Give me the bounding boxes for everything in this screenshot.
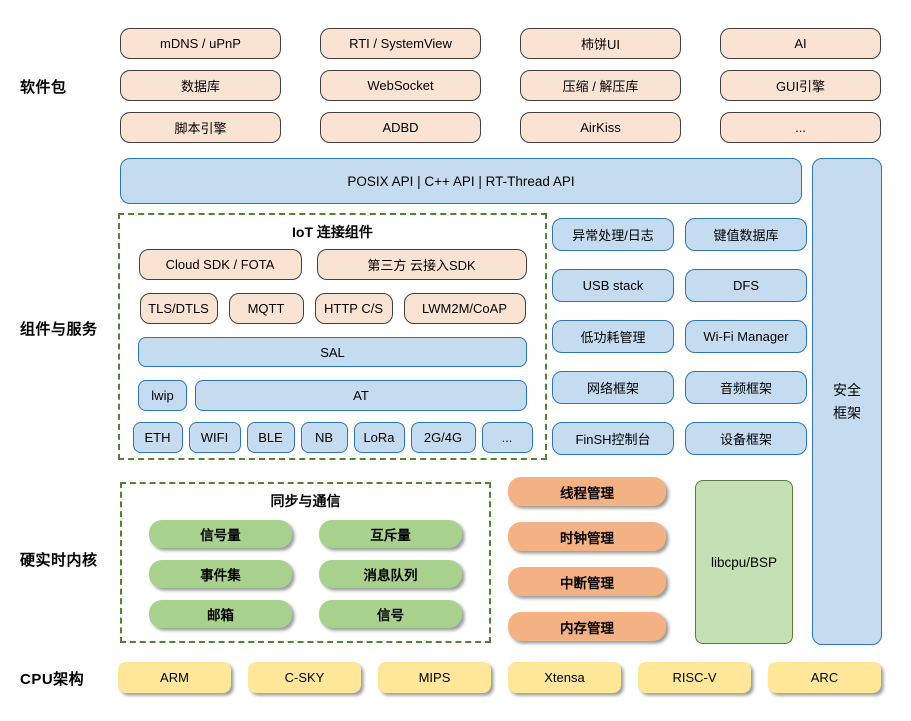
service-box: 网络框架 (552, 371, 674, 404)
clock-mgmt-box: 时钟管理 (508, 522, 666, 551)
tls-dtls-box: TLS/DTLS (139, 293, 218, 324)
ipc-box-msgqueue: 消息队列 (319, 560, 462, 588)
package-box: RTI / SystemView (320, 28, 481, 59)
package-box: AI (720, 28, 881, 59)
service-box: FinSH控制台 (552, 422, 674, 455)
sal-box: SAL (138, 337, 527, 367)
package-box: GUI引擎 (720, 70, 881, 101)
service-box: USB stack (552, 269, 674, 302)
memory-mgmt-box: 内存管理 (508, 612, 666, 641)
mqtt-box: MQTT (228, 293, 304, 324)
lora-box: LoRa (353, 422, 405, 453)
thirdparty-sdk-box: 第三方 云接入SDK (316, 249, 527, 280)
cpu-arch-box: RISC-V (638, 662, 751, 693)
eth-box: ETH (132, 422, 183, 453)
security-framework-box: 安全 框架 (812, 158, 882, 645)
wifi-box: WIFI (188, 422, 241, 453)
at-box: AT (195, 380, 527, 411)
cpu-arch-box: MIPS (378, 662, 491, 693)
ipc-box-mutex: 互斥量 (319, 520, 462, 548)
ipc-box-event: 事件集 (149, 560, 292, 588)
ipc-box-mailbox: 邮箱 (149, 600, 292, 628)
section-label-software-packages: 软件包 (20, 79, 67, 96)
cpu-arch-grid: ARM C-SKY MIPS Xtensa RISC-V ARC (118, 662, 881, 693)
2g4g-box: 2G/4G (410, 422, 476, 453)
thread-mgmt-box: 线程管理 (508, 477, 666, 506)
package-box: AirKiss (520, 112, 681, 143)
ble-box: BLE (246, 422, 295, 453)
ipc-box-semaphore: 信号量 (149, 520, 292, 548)
service-box: 低功耗管理 (552, 320, 674, 353)
sync-ipc-group: 同步与通信 信号量 互斥量 事件集 消息队列 邮箱 信号 (120, 482, 491, 643)
lwm2m-coap-box: LWM2M/CoAP (403, 293, 526, 324)
ipc-group-title: 同步与通信 (270, 493, 341, 509)
cpu-arch-box: Xtensa (508, 662, 621, 693)
iot-group-title: IoT 连接组件 (292, 224, 373, 240)
ipc-box-signal: 信号 (319, 600, 462, 628)
lwip-box: lwip (138, 380, 187, 411)
package-box: 脚本引擎 (120, 112, 281, 143)
service-box: Wi-Fi Manager (685, 320, 807, 353)
api-banner: POSIX API | C++ API | RT-Thread API (120, 158, 802, 204)
kernel-management-column: 线程管理 时钟管理 中断管理 内存管理 (508, 477, 666, 641)
package-box: WebSocket (320, 70, 481, 101)
service-box: 键值数据库 (685, 218, 807, 251)
section-label-components-services: 组件与服务 (20, 321, 98, 338)
package-box: 柿饼UI (520, 28, 681, 59)
package-box: 数据库 (120, 70, 281, 101)
package-box: ... (720, 112, 881, 143)
section-label-realtime-kernel: 硬实时内核 (20, 552, 98, 569)
service-box: 异常处理/日志 (552, 218, 674, 251)
service-box: 音频框架 (685, 371, 807, 404)
package-box: ADBD (320, 112, 481, 143)
service-box: DFS (685, 269, 807, 302)
iot-connectivity-group: IoT 连接组件 Cloud SDK / FOTA 第三方 云接入SDK TLS… (118, 213, 547, 460)
nb-box: NB (300, 422, 348, 453)
more-phy-box: ... (481, 422, 533, 453)
http-box: HTTP C/S (314, 293, 393, 324)
package-box: mDNS / uPnP (120, 28, 281, 59)
interrupt-mgmt-box: 中断管理 (508, 567, 666, 596)
cpu-arch-box: ARC (768, 662, 881, 693)
cpu-arch-box: ARM (118, 662, 231, 693)
section-label-cpu-arch: CPU架构 (20, 671, 85, 688)
software-packages-grid: mDNS / uPnP RTI / SystemView 柿饼UI AI 数据库… (120, 28, 881, 143)
component-services-grid: 异常处理/日志 键值数据库 USB stack DFS 低功耗管理 Wi-Fi … (552, 218, 807, 455)
service-box: 设备框架 (685, 422, 807, 455)
package-box: 压缩 / 解压库 (520, 70, 681, 101)
cpu-arch-box: C-SKY (248, 662, 361, 693)
libcpu-bsp-box: libcpu/BSP (695, 480, 793, 644)
cloud-sdk-box: Cloud SDK / FOTA (138, 249, 302, 280)
